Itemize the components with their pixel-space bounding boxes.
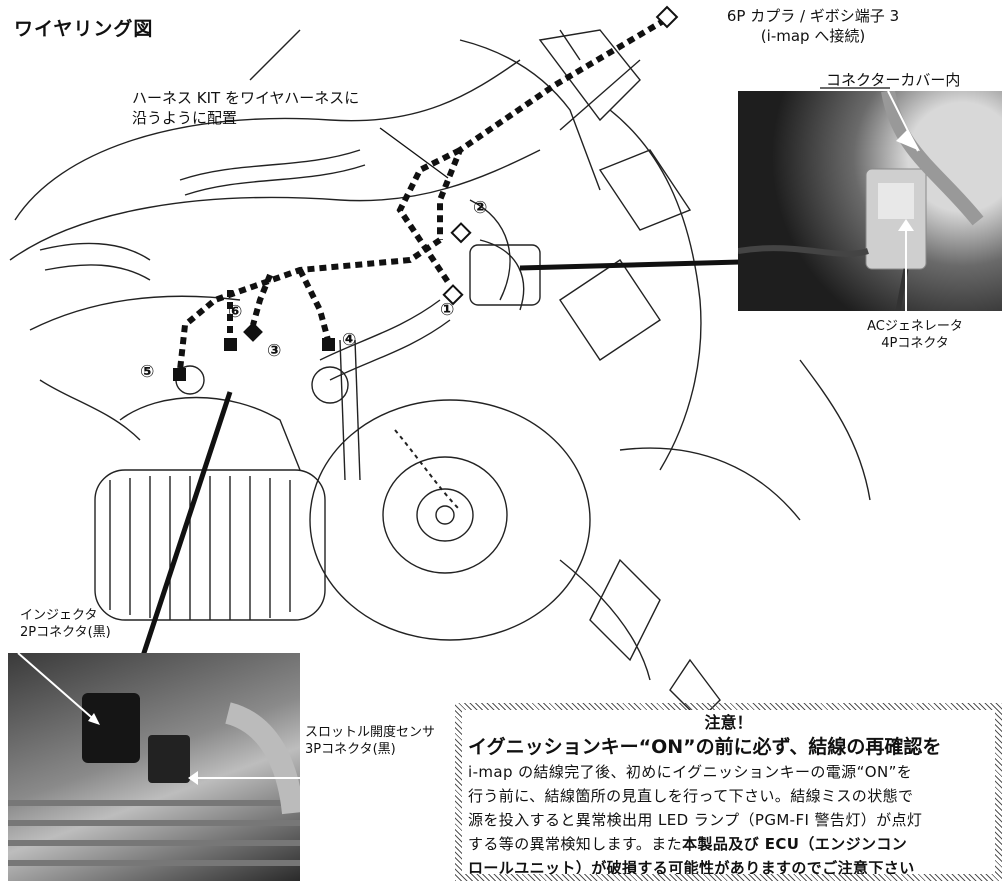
injector-label: インジェクタ 2Pコネクタ(黒) bbox=[20, 608, 111, 640]
acgen-label: ACジェネレータ 4Pコネクタ bbox=[867, 319, 963, 351]
harness-label: ハーネス KIT をワイヤハーネスに 沿うように配置 bbox=[132, 89, 360, 127]
injector-photo bbox=[8, 653, 300, 881]
connector-cover-photo bbox=[738, 91, 1002, 311]
throttle-label: スロットル開度センサ 3Pコネクタ(黒) bbox=[305, 725, 436, 757]
coupler-label: 6P カプラ / ギボシ端子 3 (i-map へ接続) bbox=[726, 7, 900, 45]
page-title: ワイヤリング図 bbox=[14, 18, 154, 40]
marker-4: ④ bbox=[342, 330, 357, 350]
caution-notice: 注意！ イグニッションキー“ON”の前に必ず、結線の再確認を i-map の結線… bbox=[455, 703, 1002, 881]
connector-cover-label: コネクターカバー内 bbox=[826, 71, 961, 89]
marker-6: ⑥ bbox=[228, 302, 243, 322]
marker-5: ⑤ bbox=[140, 362, 155, 382]
notice-body: i-map の結線完了後、初めにイグニッションキーの電源“ON”を 行う前に、結… bbox=[468, 763, 923, 874]
marker-3: ③ bbox=[267, 341, 282, 361]
notice-heading: イグニッションキー“ON”の前に必ず、結線の再確認を bbox=[468, 736, 942, 758]
notice-title: 注意！ bbox=[704, 713, 753, 732]
marker-1: ① bbox=[440, 300, 455, 320]
marker-2: ② bbox=[473, 198, 488, 218]
